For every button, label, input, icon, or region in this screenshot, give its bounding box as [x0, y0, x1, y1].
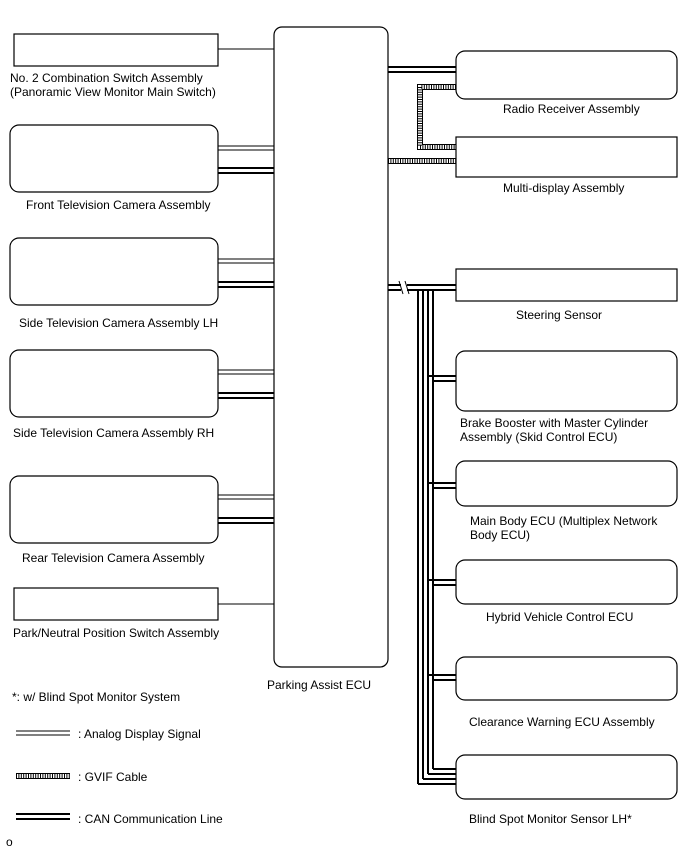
- legend: : Analog Display Signal : GVIF Cable : C…: [16, 727, 223, 826]
- legend-analog-label: : Analog Display Signal: [78, 727, 201, 741]
- legend-can-label: : CAN Communication Line: [78, 812, 223, 826]
- steering-sensor-box: [455, 268, 678, 302]
- blind-spot-sensor-box: [455, 754, 678, 800]
- wire-radio-receiver-can: [388, 66, 456, 73]
- parking-assist-ecu-box: [273, 26, 389, 668]
- main-body-ecu-label: Main Body ECU (Multiplex Network: [470, 514, 658, 528]
- rear-camera-label: Rear Television Camera Assembly: [22, 551, 205, 565]
- rear-camera-box: [9, 475, 219, 544]
- multi-display-label: Multi-display Assembly: [503, 181, 624, 195]
- main-body-ecu-box: [455, 460, 678, 507]
- hybrid-ecu-box: [455, 559, 678, 605]
- legend-gvif-label: : GVIF Cable: [78, 770, 148, 784]
- front-camera-box: [9, 124, 219, 193]
- wire-front-camera: [218, 145, 274, 174]
- can-branch-hybrid: [428, 579, 456, 586]
- can-branch-clearance: [428, 674, 456, 681]
- brake-booster-box: [455, 350, 678, 412]
- clearance-warning-box: [455, 656, 678, 701]
- combination-switch-label: No. 2 Combination Switch Assembly: [10, 71, 203, 85]
- side-camera-rh-label: Side Television Camera Assembly RH: [13, 426, 214, 440]
- legend-can-symbol: [16, 813, 70, 820]
- page-marker: o: [6, 835, 13, 849]
- parking-assist-ecu-label: Parking Assist ECU: [267, 678, 371, 692]
- wire-rear-camera: [218, 494, 274, 524]
- wire-side-camera-rh: [218, 369, 274, 399]
- can-bus-trunk: [388, 280, 456, 784]
- combination-switch-label-2: (Panoramic View Monitor Main Switch): [10, 85, 216, 99]
- clearance-warning-label: Clearance Warning ECU Assembly: [469, 715, 655, 729]
- multi-display-box: [455, 136, 678, 178]
- footnote: *: w/ Blind Spot Monitor System: [12, 690, 180, 704]
- brake-booster-label: Brake Booster with Master Cylinder: [460, 416, 648, 430]
- connections: [218, 48, 456, 785]
- side-camera-lh-box: [9, 237, 219, 306]
- wire-gvif-radio-display: [417, 84, 456, 150]
- combination-switch-box: [13, 33, 219, 67]
- radio-receiver-label: Radio Receiver Assembly: [503, 102, 640, 116]
- radio-receiver-box: [455, 50, 678, 100]
- main-body-ecu-label-2: Body ECU): [470, 528, 530, 542]
- can-branch-main-body: [428, 482, 456, 489]
- park-neutral-switch-box: [13, 587, 219, 621]
- side-camera-rh-box: [9, 349, 219, 418]
- can-branch-blind-spot: [418, 768, 456, 785]
- can-branch-brake: [428, 375, 456, 382]
- steering-sensor-label: Steering Sensor: [516, 308, 602, 322]
- blind-spot-sensor-label: Blind Spot Monitor Sensor LH*: [469, 812, 632, 826]
- side-camera-lh-label: Side Television Camera Assembly LH: [19, 316, 218, 330]
- hybrid-ecu-label: Hybrid Vehicle Control ECU: [486, 610, 633, 624]
- wire-side-camera-lh: [218, 258, 274, 288]
- park-neutral-switch-label: Park/Neutral Position Switch Assembly: [13, 626, 219, 640]
- front-camera-label: Front Television Camera Assembly: [26, 198, 211, 212]
- brake-booster-label-2: Assembly (Skid Control ECU): [460, 430, 617, 444]
